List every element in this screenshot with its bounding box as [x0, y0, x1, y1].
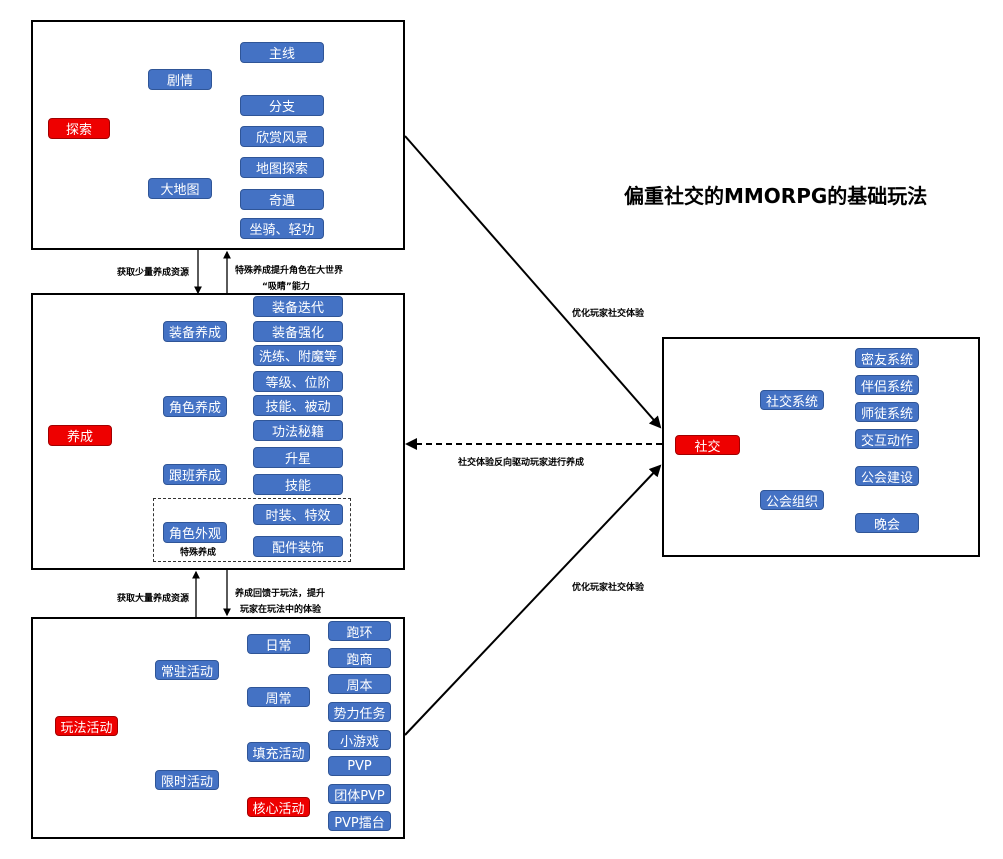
- arrow-activities-to-social: [404, 464, 662, 736]
- growth-leaf-node[interactable]: 技能: [253, 474, 343, 495]
- explore-branch-node[interactable]: 剧情: [148, 69, 212, 90]
- explore-root-node[interactable]: 探索: [48, 118, 110, 139]
- social-leaf-node[interactable]: 晚会: [855, 513, 919, 533]
- activities-leaf-node[interactable]: 团体PVP: [328, 784, 391, 804]
- activities-leaf-node[interactable]: PVP擂台: [328, 811, 391, 831]
- growth-leaf-node[interactable]: 装备强化: [253, 321, 343, 342]
- connector-label: “吸睛”能力: [262, 282, 310, 292]
- explore-leaf-node[interactable]: 主线: [240, 42, 324, 63]
- activities-leaf-node[interactable]: 周本: [328, 674, 391, 694]
- connector-label: 获取大量养成资源: [117, 594, 190, 604]
- growth-branch-node[interactable]: 角色养成: [163, 396, 227, 417]
- activities-branch-node[interactable]: 常驻活动: [155, 660, 219, 680]
- growth-leaf-node[interactable]: 洗练、附魔等: [253, 345, 343, 366]
- growth-branch-node[interactable]: 装备养成: [163, 321, 227, 342]
- connector-label: 获取少量养成资源: [117, 268, 190, 278]
- growth-branch-node[interactable]: 跟班养成: [163, 464, 227, 485]
- special-growth-label: 特殊养成: [180, 548, 217, 558]
- activities-core-node[interactable]: 核心活动: [247, 797, 310, 817]
- growth-leaf-node[interactable]: 装备迭代: [253, 296, 343, 317]
- growth-leaf-node[interactable]: 配件装饰: [253, 536, 343, 557]
- connector-label: 优化玩家社交体验: [572, 309, 645, 319]
- growth-leaf-node[interactable]: 升星: [253, 447, 343, 468]
- social-leaf-node[interactable]: 密友系统: [855, 348, 919, 368]
- growth-leaf-node[interactable]: 功法秘籍: [253, 420, 343, 441]
- special-growth-box: [153, 498, 351, 562]
- social-leaf-node[interactable]: 交互动作: [855, 429, 919, 449]
- activities-leaf-node[interactable]: 小游戏: [328, 730, 391, 750]
- explore-leaf-node[interactable]: 奇遇: [240, 189, 324, 210]
- growth-leaf-node[interactable]: 技能、被动: [253, 395, 343, 416]
- activities-branch-node[interactable]: 限时活动: [155, 770, 219, 790]
- explore-leaf-node[interactable]: 分支: [240, 95, 324, 116]
- social-branch-node[interactable]: 社交系统: [760, 390, 824, 410]
- connector-label: 社交体验反向驱动玩家进行养成: [458, 458, 585, 468]
- activities-sub-node[interactable]: 周常: [247, 687, 310, 707]
- explore-leaf-node[interactable]: 欣赏风景: [240, 126, 324, 147]
- growth-leaf-node[interactable]: 时装、特效: [253, 504, 343, 525]
- growth-root-node[interactable]: 养成: [48, 425, 112, 446]
- activities-leaf-node[interactable]: 势力任务: [328, 702, 391, 722]
- growth-branch-node[interactable]: 角色外观: [163, 522, 227, 543]
- connector-label: 养成回馈于玩法，提升: [235, 589, 326, 599]
- social-leaf-node[interactable]: 师徒系统: [855, 402, 919, 422]
- diagram-title: 偏重社交的MMORPG的基础玩法: [624, 184, 928, 208]
- social-leaf-node[interactable]: 公会建设: [855, 466, 919, 486]
- explore-leaf-node[interactable]: 坐骑、轻功: [240, 218, 324, 239]
- arrow-explore-to-social: [404, 135, 662, 429]
- explore-branch-node[interactable]: 大地图: [148, 178, 212, 199]
- activities-leaf-node[interactable]: 跑环: [328, 621, 391, 641]
- social-root-node[interactable]: 社交: [675, 435, 740, 455]
- connector-label: 优化玩家社交体验: [572, 583, 645, 593]
- activities-leaf-node[interactable]: 跑商: [328, 648, 391, 668]
- activities-root-node[interactable]: 玩法活动: [55, 716, 118, 736]
- social-branch-node[interactable]: 公会组织: [760, 490, 824, 510]
- growth-leaf-node[interactable]: 等级、位阶: [253, 371, 343, 392]
- activities-sub-node[interactable]: 日常: [247, 634, 310, 654]
- explore-leaf-node[interactable]: 地图探索: [240, 157, 324, 178]
- activities-leaf-node[interactable]: PVP: [328, 756, 391, 776]
- connector-label: 特殊养成提升角色在大世界: [235, 266, 344, 276]
- connector-label: 玩家在玩法中的体验: [240, 605, 322, 615]
- social-leaf-node[interactable]: 伴侣系统: [855, 375, 919, 395]
- activities-sub-node[interactable]: 填充活动: [247, 742, 310, 762]
